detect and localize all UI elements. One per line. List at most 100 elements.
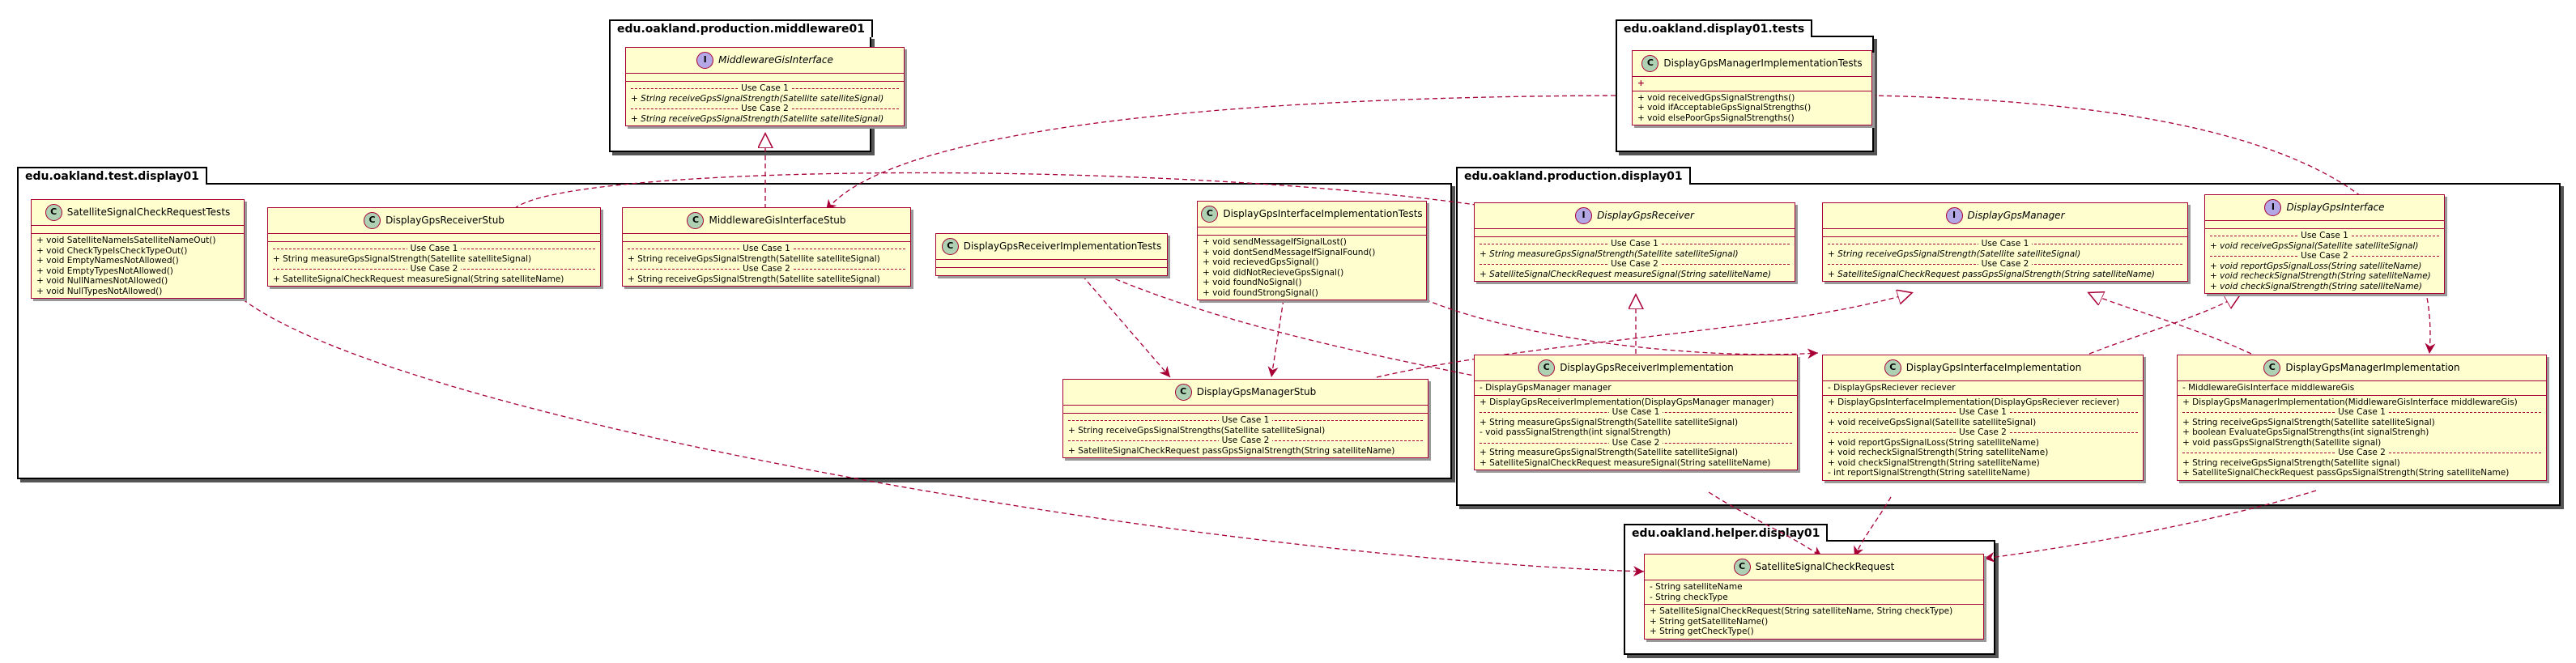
class-name: DisplayGpsReceiver bbox=[1597, 210, 1694, 222]
class-dgm-impl-tests[interactable]: C DisplayGpsManagerImplementationTests + … bbox=[1632, 50, 1872, 125]
class-icon: C bbox=[364, 212, 381, 229]
method: + void foundNoSignal() bbox=[1203, 278, 1302, 287]
method: + SatelliteSignalCheckRequest passGpsSig… bbox=[1068, 445, 1395, 456]
method: + void dontSendMessageIfSignalFound() bbox=[1203, 247, 1376, 257]
field: + bbox=[1637, 79, 1645, 88]
method: + void foundStrongSignal() bbox=[1203, 287, 1318, 298]
class-name: DisplayGpsInterfaceImplementationTests bbox=[1223, 208, 1423, 220]
use-case-label: Use Case 1 bbox=[738, 83, 792, 93]
method: + SatelliteSignalCheckRequest passGpsSig… bbox=[1828, 269, 2156, 279]
package-label: edu.oakland.production.middleware01 bbox=[609, 19, 873, 37]
class-icon: C bbox=[1201, 206, 1219, 223]
method: + void elsePoorGpsSignalStrengths() bbox=[1637, 113, 1795, 123]
package-label: edu.oakland.production.display01 bbox=[1456, 167, 1691, 185]
use-case-label: Use Case 1 bbox=[1607, 239, 1662, 249]
method: + String getSatelliteName() bbox=[1650, 616, 1769, 627]
method: + void reportGpsSignalLoss(String satell… bbox=[1828, 437, 2039, 448]
method: + String measureGpsSignalStrength(Satell… bbox=[1480, 249, 1739, 259]
use-case-label: Use Case 1 bbox=[739, 244, 794, 253]
class-icon: C bbox=[1884, 359, 1901, 376]
class-name: SatelliteSignalCheckRequestTests bbox=[66, 206, 231, 219]
method: + String measureGpsSignalStrength(Satell… bbox=[1480, 448, 1739, 457]
method: + String receiveGpsSignalStrength(Satell… bbox=[1828, 249, 2081, 259]
class-name: DisplayGpsManager bbox=[1967, 210, 2065, 222]
class-icon: C bbox=[1538, 359, 1556, 376]
class-name: DisplayGpsReceiverStub bbox=[385, 215, 505, 227]
use-case-label: Use Case 2 bbox=[2297, 251, 2352, 261]
class-name: MiddlewareGisInterface bbox=[718, 54, 833, 66]
class-name: DisplayGpsInterfaceImplementation bbox=[1905, 362, 2082, 374]
method: + String receiveGpsSignalStrength(Satell… bbox=[628, 274, 880, 284]
use-case-label: Use Case 2 bbox=[1978, 259, 2033, 269]
use-case-label: Use Case 1 bbox=[2335, 407, 2389, 417]
method: - void passSignalStrength(int signalStre… bbox=[1480, 427, 1671, 437]
class-icon: C bbox=[1641, 55, 1659, 72]
interface-icon: I bbox=[1945, 207, 1963, 224]
class-display-gps-receiver[interactable]: I DisplayGpsReceiver Use Case 1 + String … bbox=[1474, 202, 1795, 282]
method: + String measureGpsSignalStrength(Satell… bbox=[1480, 417, 1739, 427]
class-display-gps-manager[interactable]: I DisplayGpsManager Use Case 1 + String r… bbox=[1822, 202, 2188, 282]
field: - String checkType bbox=[1650, 592, 1728, 602]
class-icon: C bbox=[1733, 559, 1751, 576]
class-name: DisplayGpsReceiverImplementationTests bbox=[963, 240, 1162, 253]
method: + void NullNamesNotAllowed() bbox=[36, 276, 168, 286]
method: + String receiveGpsSignalStrength(Satell… bbox=[2182, 417, 2435, 427]
use-case-label: Use Case 2 bbox=[1956, 427, 2010, 437]
interface-icon: I bbox=[1575, 207, 1593, 224]
use-case-label: Use Case 2 bbox=[1608, 437, 1663, 448]
use-case-label: Use Case 1 bbox=[1218, 415, 1273, 425]
method: - int reportSignalStrength(String satell… bbox=[1828, 468, 2030, 478]
class-icon: C bbox=[2263, 359, 2281, 376]
class-display-gps-interface[interactable]: I DisplayGpsInterface Use Case 1 + void r… bbox=[2204, 194, 2445, 294]
method: + void EmptyNamesNotAllowed() bbox=[36, 256, 179, 266]
method: + String receiveGpsSignalStrength(Satell… bbox=[628, 253, 880, 264]
use-case-label: Use Case 1 bbox=[1978, 239, 2033, 249]
method: + void receivedGpsSignalStrengths() bbox=[1637, 92, 1795, 103]
use-case-label: Use Case 2 bbox=[1607, 259, 1662, 269]
method: + void CheckTypeIsCheckTypeOut() bbox=[36, 245, 188, 256]
class-name: DisplayGpsInterface bbox=[2286, 202, 2385, 214]
method: + void EmptyTypesNotAllowed() bbox=[36, 266, 173, 276]
method: + void ifAcceptableGpsSignalStrengths() bbox=[1637, 103, 1812, 113]
use-case-label: Use Case 1 bbox=[1956, 407, 2010, 417]
constructor: + DisplayGpsManagerImplementation(Middle… bbox=[2182, 397, 2518, 407]
class-icon: C bbox=[687, 212, 705, 229]
use-case-label: Use Case 2 bbox=[739, 264, 794, 274]
class-icon: C bbox=[1174, 384, 1192, 401]
constructor: + DisplayGpsInterfaceImplementation(Disp… bbox=[1828, 397, 2120, 407]
class-satellite-tests[interactable]: C SatelliteSignalCheckRequestTests + void… bbox=[31, 199, 245, 299]
method: + void NullTypesNotAllowed() bbox=[36, 286, 163, 296]
method: + void recheckSignalStrength(String sate… bbox=[1828, 448, 2049, 457]
method: + SatelliteSignalCheckRequest measureSig… bbox=[1480, 457, 1771, 468]
use-case-label: Use Case 2 bbox=[738, 104, 792, 113]
class-name: DisplayGpsManagerImplementation bbox=[2285, 362, 2460, 374]
class-icon: C bbox=[45, 204, 62, 221]
class-name: DisplayGpsReceiverImplementation bbox=[1560, 362, 1734, 374]
use-case-label: Use Case 1 bbox=[1608, 407, 1663, 417]
use-case-label: Use Case 2 bbox=[407, 264, 462, 274]
interface-icon: I bbox=[2264, 199, 2282, 216]
method: + String measureGpsSignalStrength(Satell… bbox=[273, 253, 532, 264]
method: + void receiveGpsSignal(Satellite satell… bbox=[1828, 417, 2037, 427]
field: - DisplayGpsManager manager bbox=[1480, 383, 1612, 393]
method: + void reportGpsSignalLoss(String satell… bbox=[2210, 261, 2422, 271]
method: + void checkSignalStrength(String satell… bbox=[1828, 457, 2040, 468]
use-case-label: Use Case 1 bbox=[2297, 231, 2352, 240]
class-receiver-impl[interactable]: C DisplayGpsReceiverImplementation - Disp… bbox=[1474, 355, 1798, 470]
method: + SatelliteSignalCheckRequest measureSig… bbox=[273, 274, 564, 284]
use-case-label: Use Case 2 bbox=[2335, 448, 2389, 457]
use-case-label: Use Case 2 bbox=[1218, 436, 1273, 445]
method: + String receiveGpsSignalStrengths(Satel… bbox=[1068, 425, 1326, 436]
method: + void receiveGpsSignal(Satellite satell… bbox=[2210, 240, 2419, 251]
method: + void passGpsSignalStrength(Satellite s… bbox=[2182, 437, 2382, 448]
class-name: DisplayGpsManagerImplementationTests bbox=[1663, 57, 1863, 70]
